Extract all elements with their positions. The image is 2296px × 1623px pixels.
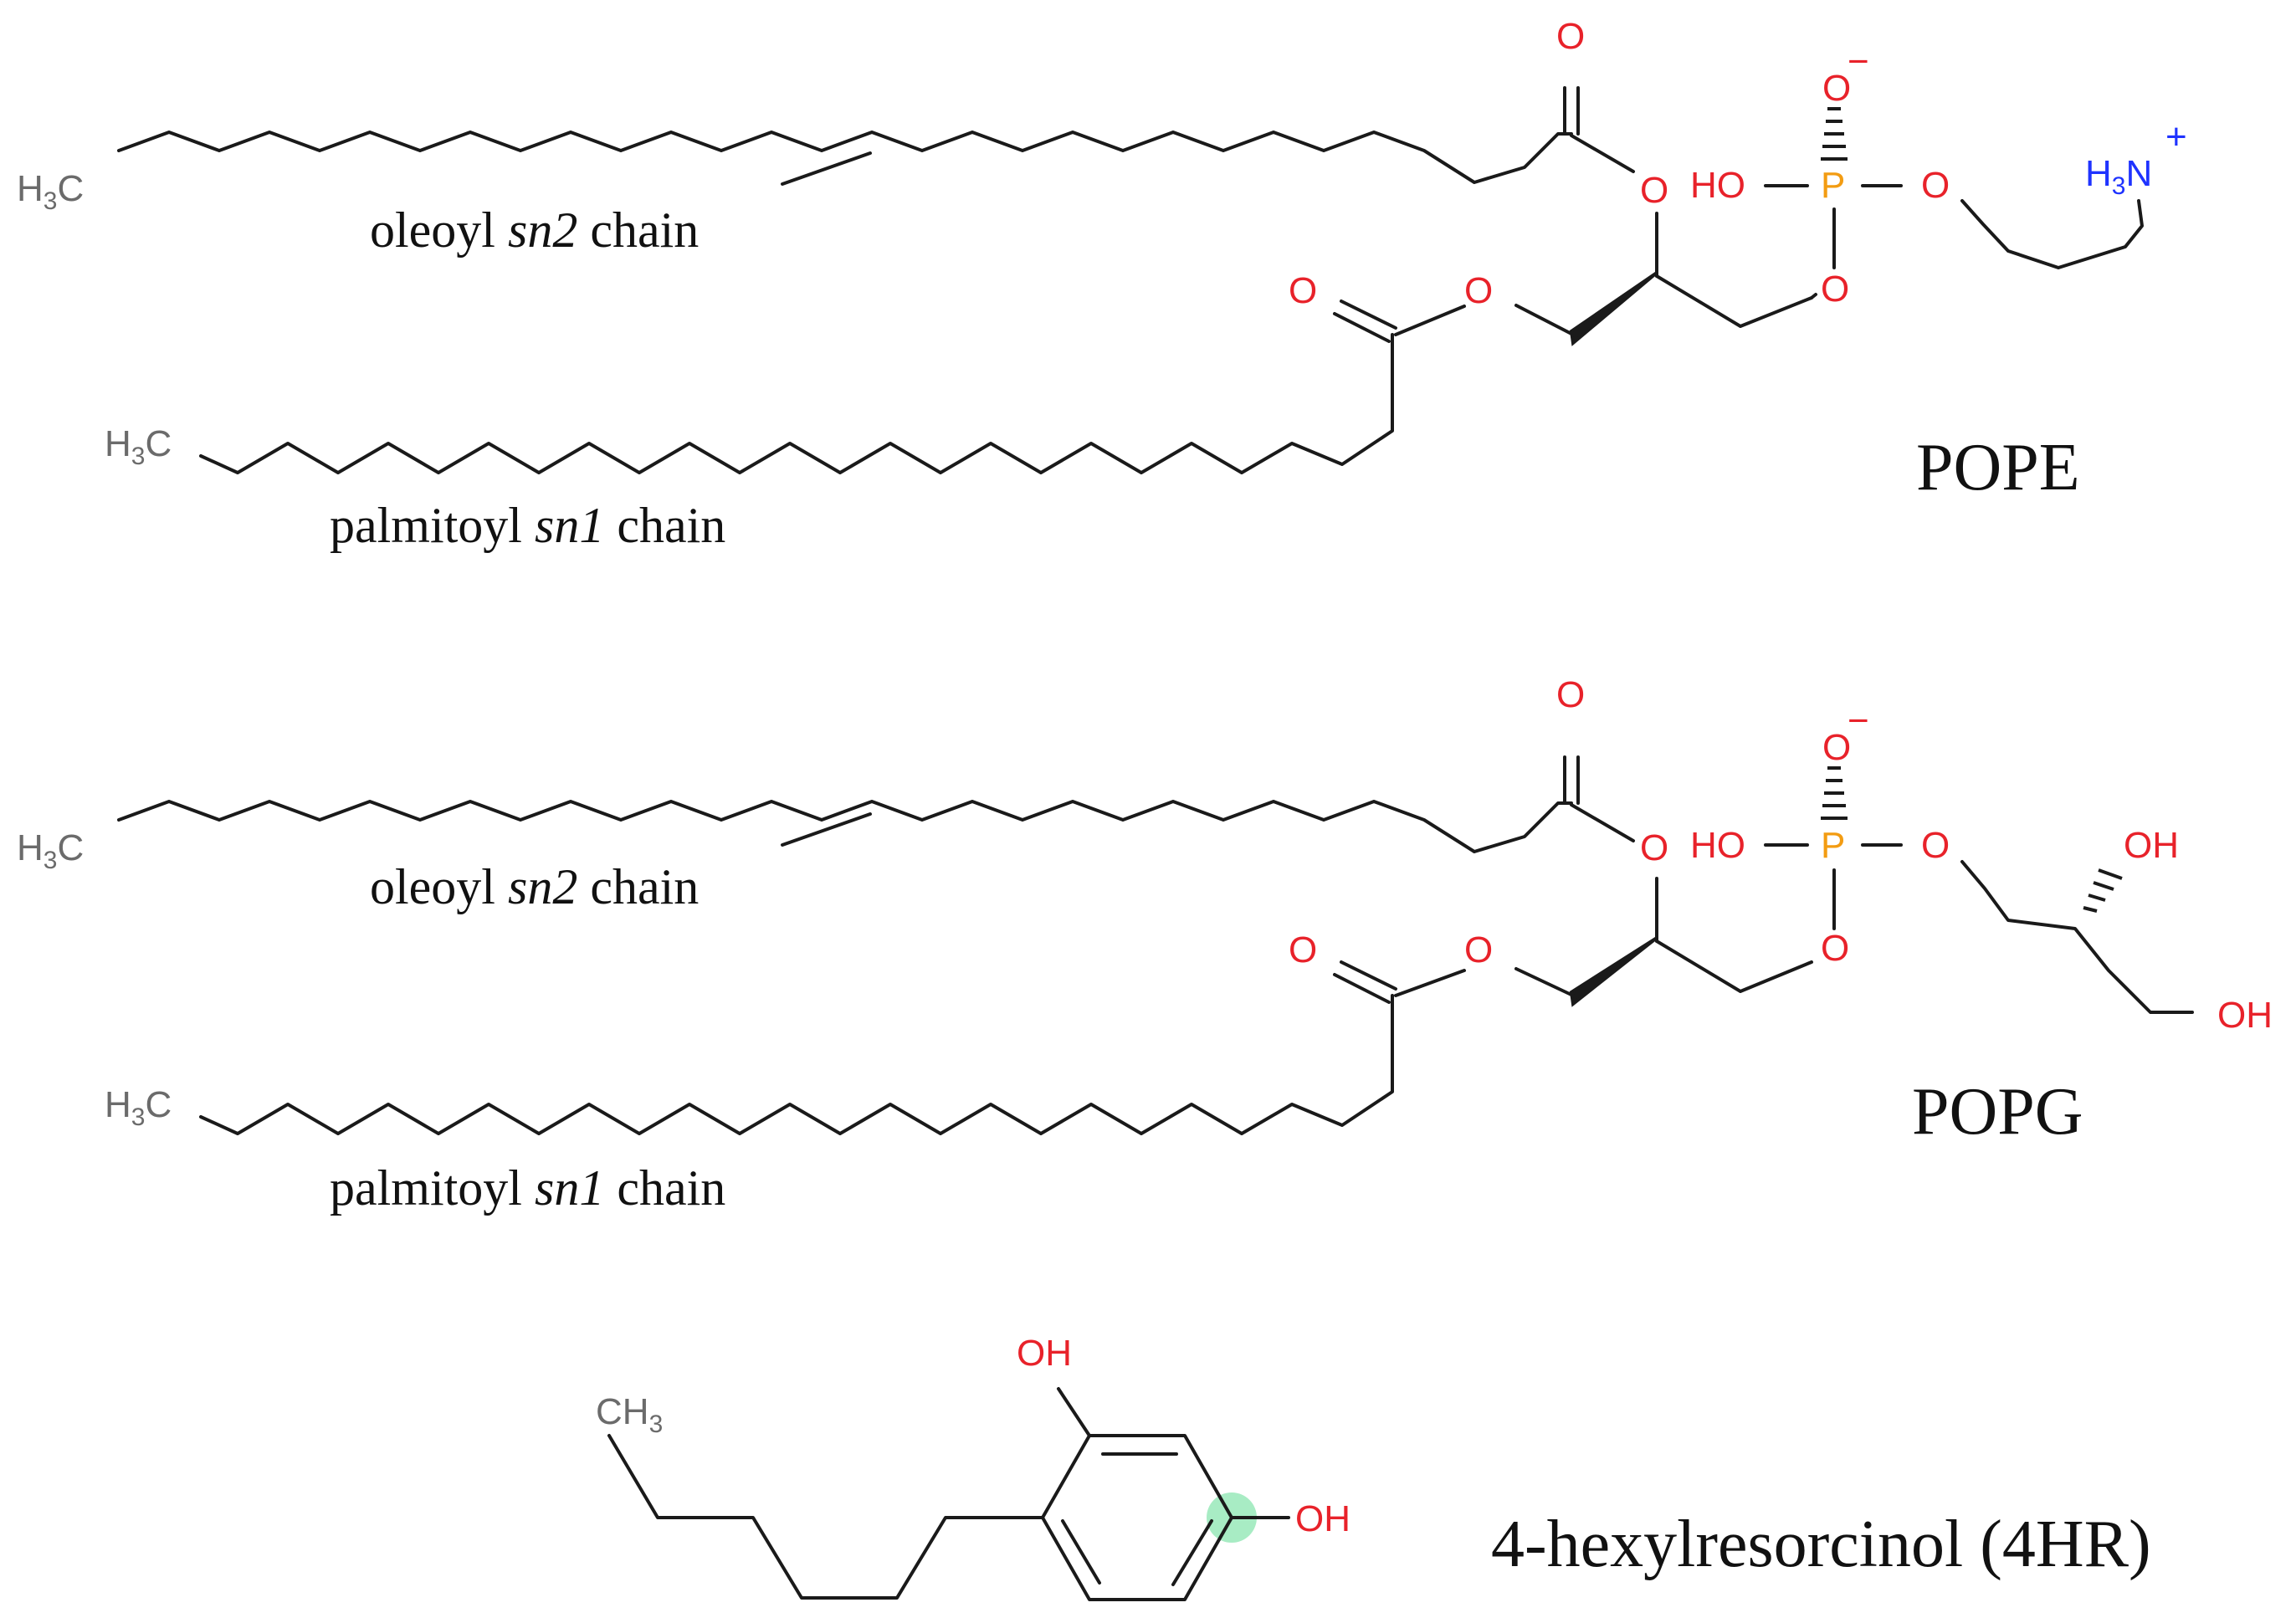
popg-phosphate-o-minus: O	[1822, 727, 1851, 768]
popg-methyl-bottom: H3C	[105, 1084, 172, 1131]
popg-stereo-wedge	[1569, 936, 1658, 1007]
popg-trans-double-bond	[781, 812, 872, 847]
popg-top-ester-bond	[1570, 803, 1635, 842]
pope-ester-o-top: O	[1640, 170, 1668, 211]
popg-p-o-hash-bond	[1821, 766, 1848, 820]
4hr-ring-double-2	[1171, 1519, 1213, 1586]
pope-charge-plus: +	[2165, 116, 2187, 157]
pope-ester-o-bottom: O	[1464, 270, 1493, 311]
popg-oh-1: OH	[2124, 825, 2179, 866]
popg-phosphate-o-right: O	[1921, 825, 1950, 866]
4hr-hexyl-chain-bonds	[607, 1434, 1044, 1600]
pope-methyl-top: H3C	[17, 168, 84, 215]
popg-phosphate-ho: HO	[1690, 825, 1745, 866]
popg-structure: H3C O O O O O − HO P O O OH OH H3C oleoy…	[17, 674, 2273, 1216]
4hr-oh-right: OH	[1295, 1498, 1350, 1539]
popg-palmitoyl-chain-bonds	[199, 994, 1394, 1135]
pope-phosphate-p: P	[1821, 165, 1845, 206]
pope-stereo-wedge	[1569, 271, 1658, 346]
popg-sn1-ester-bond	[1514, 967, 1575, 997]
popg-oh-2: OH	[2217, 995, 2273, 1036]
pope-methyl-bottom: H3C	[105, 423, 172, 470]
pope-phosphate-ho: HO	[1690, 165, 1745, 206]
pope-carbonyl-o-bottom: O	[1289, 270, 1317, 311]
4hr-ring-double-3	[1061, 1519, 1101, 1585]
popg-ester-o-bottom: O	[1464, 929, 1493, 970]
pope-ethanolamine-bonds	[1960, 199, 2144, 269]
pope-phosphate-o-bottom: O	[1821, 269, 1849, 310]
4hr-oh-top: OH	[1017, 1333, 1072, 1374]
popg-phosphate-o-bottom: O	[1821, 928, 1849, 969]
pope-structure: H3C O O O O O − HO P O O H3N + H3C oleoy…	[17, 16, 2187, 553]
pope-phosphate-o-minus: O	[1822, 68, 1851, 109]
pope-glycerol-right	[1655, 274, 1813, 328]
popg-palmitoyl-label: palmitoyl sn1 chain	[330, 1160, 725, 1216]
pope-name: POPE	[1916, 431, 2080, 504]
popg-bottom-carbonyl-bond-b	[1333, 973, 1391, 1004]
popg-oleoyl-label: oleoyl sn2 chain	[370, 859, 699, 914]
pope-amine: H3N	[2085, 153, 2152, 200]
4hr-name: 4-hexylresorcinol (4HR)	[1491, 1508, 2151, 1581]
popg-carbonyl-o-top: O	[1556, 674, 1585, 715]
popg-glycerol-right	[1655, 939, 1813, 993]
popg-charge-minus: −	[1848, 700, 1869, 741]
pope-oleoyl-chain-bonds	[117, 131, 1573, 184]
popg-glycerol-head-bonds	[1960, 860, 2194, 1014]
4hr-benzene-ring	[1041, 1434, 1233, 1601]
pope-palmitoyl-chain-bonds	[199, 333, 1394, 474]
popg-methyl-top: H3C	[17, 827, 84, 874]
popg-name: POPG	[1912, 1075, 2083, 1149]
pope-oleoyl-label: oleoyl sn2 chain	[370, 202, 699, 258]
hexylresorcinol-structure: OH OH CH3 4-hexylresorcinol (4HR)	[596, 1333, 2151, 1601]
pope-top-ester-bond	[1570, 134, 1635, 173]
popg-phosphate-p: P	[1821, 825, 1845, 866]
popg-ester-o-top: O	[1640, 827, 1668, 868]
pope-sn1-ester-bond	[1514, 304, 1575, 336]
pope-carbonyl-o-top: O	[1556, 16, 1585, 57]
popg-oh-hash-bond	[2083, 868, 2123, 913]
pope-p-o-hash-bond	[1821, 107, 1848, 161]
4hr-methyl: CH3	[596, 1391, 663, 1438]
popg-sn1-o-to-c	[1394, 969, 1466, 997]
pope-bottom-carbonyl-bond-b	[1333, 312, 1391, 343]
pope-trans-double-bond	[781, 151, 872, 186]
popg-carbonyl-o-bottom: O	[1289, 929, 1317, 970]
pope-sn1-o-to-c	[1394, 305, 1466, 336]
pope-phosphate-o-right: O	[1921, 165, 1950, 206]
pope-o-bottom-to-c	[1810, 293, 1817, 300]
popg-oleoyl-chain-bonds	[117, 800, 1573, 853]
pope-bottom-carbonyl-bond-a	[1340, 300, 1397, 330]
pope-charge-minus: −	[1848, 41, 1869, 82]
popg-bottom-carbonyl-bond-a	[1340, 960, 1397, 991]
pope-palmitoyl-label: palmitoyl sn1 chain	[330, 498, 725, 553]
4hr-oh-top-bond	[1057, 1387, 1091, 1437]
